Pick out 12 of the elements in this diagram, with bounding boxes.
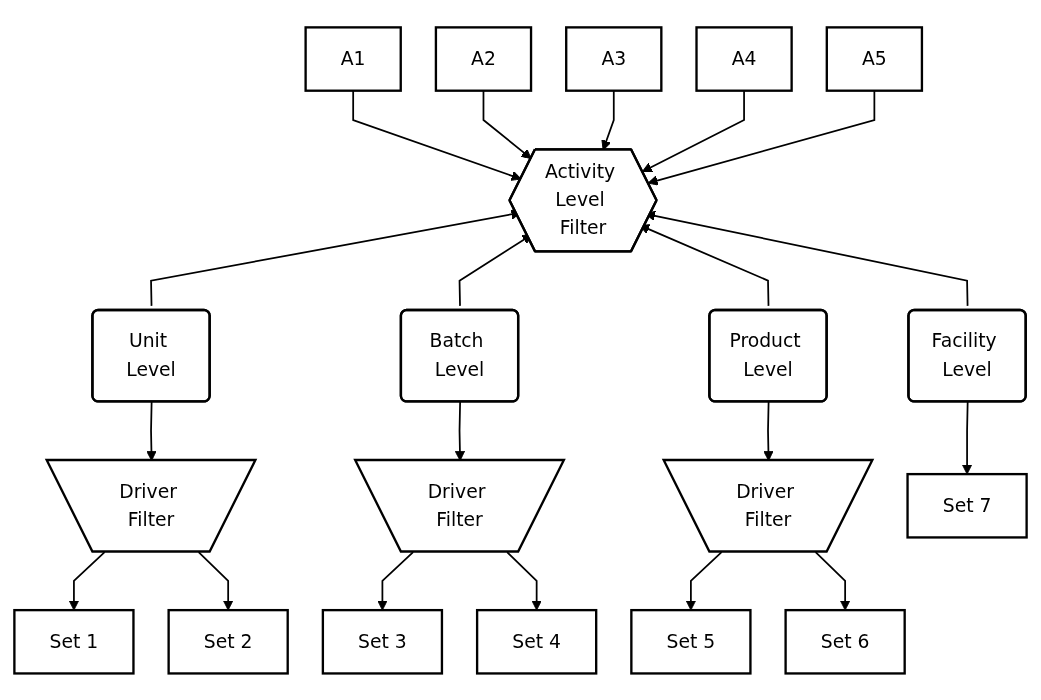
node-box: Set 6: [784, 608, 906, 675]
node-box: A5: [825, 25, 924, 92]
node-box: Set 2: [167, 608, 289, 675]
node-box: Set 7: [906, 472, 1028, 539]
node-box: A3: [565, 25, 663, 92]
node-box: Set 1: [13, 608, 135, 675]
node-box: A2: [434, 25, 533, 92]
node-box: A1: [304, 25, 402, 92]
node-box: Set 5: [630, 608, 752, 675]
node-box: Set 4: [475, 608, 598, 675]
node-box: Set 3: [321, 608, 444, 675]
node-box: A4: [695, 25, 793, 92]
